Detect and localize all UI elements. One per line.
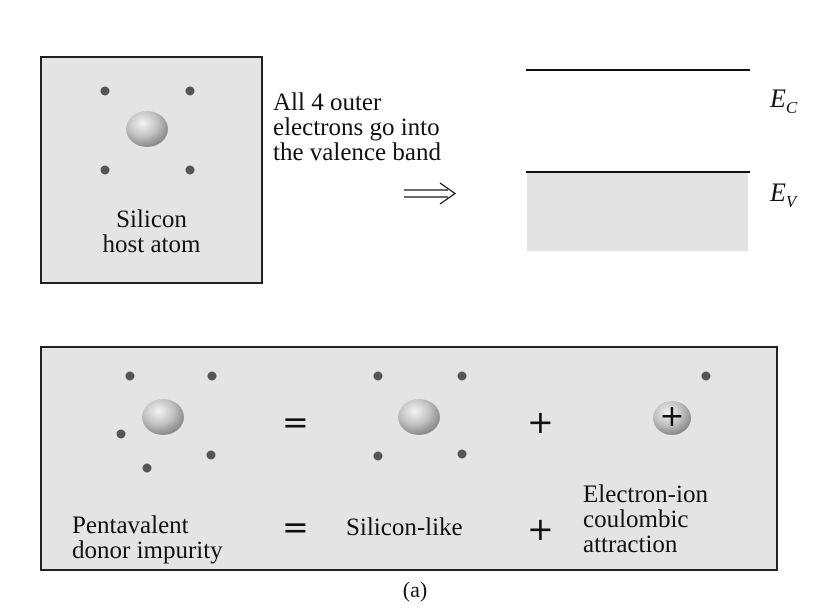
silicon-core — [126, 111, 168, 147]
host-atom-label-line1: Silicon — [116, 206, 187, 233]
coulomb-label-line2: coulombic — [583, 506, 689, 533]
coulomb-label-line3: attraction — [583, 531, 678, 558]
equals-sign-top: = — [282, 403, 309, 441]
donor-label-line1: Pentavalent — [72, 512, 189, 539]
valence-band-fill — [527, 172, 748, 251]
ec-main: E — [770, 84, 786, 113]
electron-dot — [116, 429, 126, 439]
coulomb-label-line1: Electron-ion — [583, 481, 708, 508]
explanation-line3: the valence band — [273, 139, 441, 166]
donor-equation-panel — [40, 346, 778, 571]
silicon-like-core — [398, 399, 440, 435]
explanation-line1: All 4 outer — [273, 89, 382, 116]
valence-explanation-text: All 4 outer electrons go into the valenc… — [273, 90, 441, 165]
host-atom-panel — [40, 56, 263, 284]
positive-ion-core — [653, 401, 691, 435]
ev-main: E — [770, 178, 786, 207]
donor-core — [142, 399, 184, 435]
ion-plus-sign: + — [659, 399, 685, 434]
coulombic-attraction-label: Electron-ion coulombic attraction — [583, 482, 708, 557]
equals-sign-bottom: = — [282, 508, 309, 546]
valence-band-label: EV — [770, 178, 796, 212]
ec-sub: C — [785, 98, 798, 118]
ev-sub: V — [785, 192, 797, 212]
electron-dot — [142, 463, 152, 473]
conduction-band-label: EC — [770, 84, 797, 118]
electron-dot — [457, 371, 467, 381]
silicon-like-label: Silicon-like — [346, 514, 463, 541]
electron-dot — [373, 451, 383, 461]
donor-label-line2: donor impurity — [72, 537, 223, 564]
implies-arrow — [404, 182, 457, 205]
host-atom-label-line2: host atom — [102, 231, 201, 258]
plus-sign-bottom: + — [527, 510, 554, 548]
electron-dot — [206, 450, 216, 460]
electron-dot — [457, 449, 467, 459]
electron-dot — [125, 371, 135, 381]
electron-dot — [185, 86, 195, 96]
figure-caption: (a) — [402, 577, 428, 602]
electron-dot — [185, 165, 195, 175]
donor-impurity-label: Pentavalent donor impurity — [72, 513, 223, 563]
electron-dot — [373, 371, 383, 381]
host-atom-label: Silicon host atom — [40, 207, 263, 257]
explanation-line2: electrons go into — [273, 114, 440, 141]
electron-dot — [207, 371, 217, 381]
electron-dot — [701, 371, 711, 381]
plus-sign-top: + — [527, 403, 554, 441]
electron-dot — [100, 165, 110, 175]
electron-dot — [100, 86, 110, 96]
